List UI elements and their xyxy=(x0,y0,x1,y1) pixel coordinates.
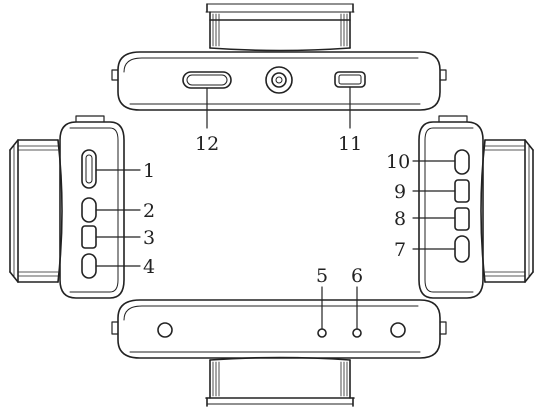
tripod-mount xyxy=(265,66,293,94)
control-10-button xyxy=(454,149,470,175)
control-9-button xyxy=(454,179,470,203)
bottom-body xyxy=(111,299,447,359)
callout-2: 2 xyxy=(143,200,155,222)
control-3-button xyxy=(81,225,97,249)
callout-3: 3 xyxy=(143,227,155,249)
control-4-button xyxy=(81,253,97,279)
control-6-hole xyxy=(352,328,362,338)
callout-12: 12 xyxy=(195,133,219,155)
control-7-button xyxy=(454,235,470,263)
right-body xyxy=(418,115,484,299)
callout-1: 1 xyxy=(143,160,155,182)
callout-7: 7 xyxy=(394,239,406,261)
top-lens-barrel xyxy=(205,3,355,52)
callout-6: 6 xyxy=(351,265,363,287)
left-lens xyxy=(9,139,63,283)
screw-hole-right xyxy=(390,322,406,338)
callout-5: 5 xyxy=(316,265,328,287)
right-view xyxy=(412,115,534,299)
callout-10: 10 xyxy=(386,151,410,173)
callout-9: 9 xyxy=(394,181,406,203)
top-view xyxy=(111,3,447,129)
right-lens xyxy=(480,139,534,283)
callout-8: 8 xyxy=(394,208,406,230)
control-8-button xyxy=(454,207,470,231)
bottom-view xyxy=(111,286,447,407)
callout-labels: 12 11 1 2 3 4 10 9 8 7 5 6 xyxy=(143,133,410,287)
control-2-button xyxy=(81,197,97,223)
port-12-slot xyxy=(182,71,232,89)
callout-11: 11 xyxy=(338,133,362,155)
top-body xyxy=(111,51,447,111)
left-body xyxy=(59,115,125,299)
control-5-hole xyxy=(317,328,327,338)
left-view xyxy=(9,115,141,299)
bottom-lens-barrel xyxy=(205,356,355,407)
callout-4: 4 xyxy=(143,256,155,278)
screw-hole-left xyxy=(157,322,173,338)
control-1-card-slot xyxy=(81,149,97,189)
